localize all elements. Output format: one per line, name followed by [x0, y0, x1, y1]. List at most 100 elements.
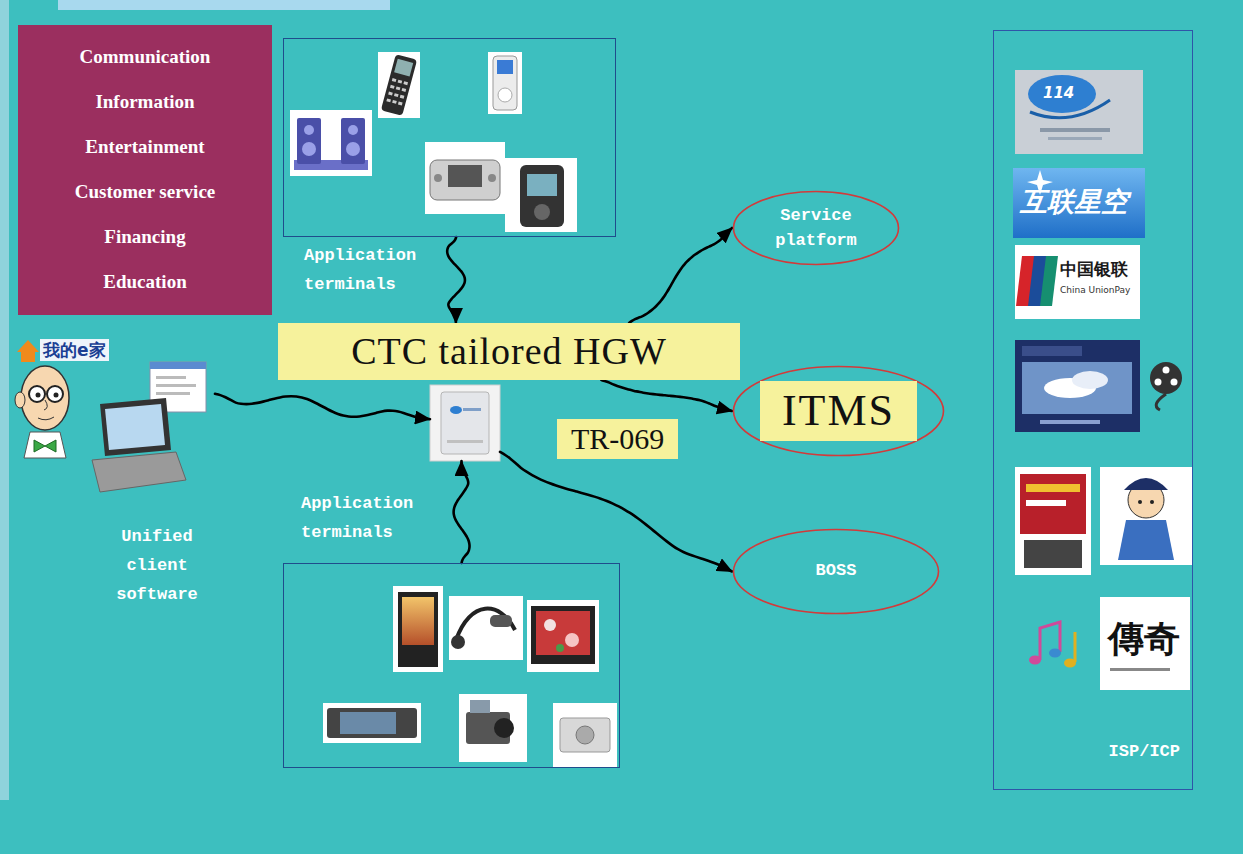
ellipse-outline — [734, 192, 899, 265]
handheld-console-picture — [488, 174, 496, 182]
gateway-device-picture — [463, 408, 481, 411]
music-player-picture — [488, 52, 522, 114]
platform-ellipse: Service platform — [732, 190, 900, 266]
group-heading: Application terminals — [304, 242, 434, 300]
cartoon-user-picture — [36, 393, 41, 398]
music-notes-picture — [1029, 656, 1041, 665]
media-player-picture — [534, 204, 550, 220]
hotline-logo — [1028, 75, 1096, 113]
weather-picture — [1072, 371, 1108, 389]
logo-number: 114 — [1043, 84, 1074, 102]
headset-picture — [490, 615, 512, 627]
page-edge-decoration — [0, 0, 390, 800]
film-reel-picture — [1155, 379, 1162, 386]
client-caption: Unified client software — [103, 523, 211, 610]
police-cartoon-picture — [1124, 478, 1168, 490]
unionpay-logo — [1040, 256, 1058, 306]
ellipse-outline — [734, 530, 939, 614]
music-player-picture — [493, 56, 517, 110]
police-cartoon-picture — [1150, 500, 1154, 504]
media-player-picture — [520, 165, 564, 227]
mobile-phone-picture — [388, 92, 393, 96]
speakers-picture — [290, 110, 372, 176]
wavy-arrow — [454, 461, 470, 563]
speakers-picture — [302, 142, 316, 156]
provider-panel: ISP/ICP — [993, 30, 1193, 790]
category-text: Communication — [80, 46, 211, 69]
wavy-arrow — [629, 228, 732, 323]
category-text: Education — [103, 271, 186, 294]
headset-picture — [456, 609, 515, 640]
logo-text: 傳奇 — [1108, 616, 1180, 660]
weather-picture — [1022, 362, 1132, 414]
tablet-picture — [327, 708, 417, 738]
music-notes-picture — [1040, 622, 1060, 660]
handheld-console-picture — [434, 174, 442, 182]
police-cartoon-picture — [1138, 500, 1142, 504]
mobile-phone-picture — [403, 81, 408, 85]
photo-frame-picture — [398, 592, 438, 667]
headset-picture — [449, 596, 523, 660]
home-logo-icon — [17, 340, 39, 362]
television-picture — [531, 606, 595, 664]
mobile-phone-picture — [400, 95, 405, 99]
ellipse-outline — [734, 367, 944, 456]
music-player-picture — [497, 60, 513, 74]
category-text: Customer service — [75, 181, 216, 204]
mobile-phone-picture — [378, 52, 420, 118]
handheld-console-picture — [425, 142, 505, 214]
headset-picture — [449, 596, 523, 660]
weather-picture — [1022, 346, 1082, 356]
mobile-phone-picture — [394, 59, 413, 77]
handheld-console-picture — [448, 165, 482, 187]
music-player-picture — [488, 52, 522, 114]
game-picture — [1020, 474, 1086, 534]
game-picture — [1024, 540, 1082, 568]
media-player-picture — [505, 158, 577, 232]
wavy-arrow — [601, 380, 732, 411]
camcorder-picture — [459, 694, 527, 762]
gateway-device-picture — [430, 385, 500, 461]
police-cartoon-picture — [1118, 520, 1174, 560]
game-picture — [1026, 484, 1080, 492]
hotline-logo — [1030, 100, 1110, 118]
camera-picture — [553, 703, 617, 767]
client-window-picture — [156, 384, 196, 387]
logo-text: 我的e家 — [40, 339, 109, 361]
group-heading: Application terminals — [301, 490, 431, 548]
weather-picture — [1015, 340, 1140, 432]
camera-picture — [560, 718, 610, 752]
film-reel-picture — [1150, 362, 1182, 410]
laptop-picture — [92, 452, 186, 492]
platform-name: Service platform — [766, 203, 866, 254]
wavy-arrow — [447, 237, 465, 323]
gateway-device-picture — [430, 385, 500, 461]
game-picture — [1015, 467, 1091, 575]
game-title-tile — [1100, 597, 1190, 690]
television-picture — [527, 600, 599, 672]
tablet-picture — [323, 703, 421, 743]
client-software-group: Unified client software — [15, 335, 215, 615]
boss-name: BOSS — [816, 557, 857, 586]
tablet-picture — [340, 712, 396, 734]
category-text: Information — [95, 91, 194, 114]
hotline-logo — [1015, 70, 1143, 154]
cartoon-user-picture — [29, 386, 45, 402]
wavy-arrow — [215, 394, 430, 419]
cartoon-user-picture — [15, 392, 25, 408]
mobile-phone-picture — [386, 98, 391, 102]
speakers-picture — [297, 118, 321, 164]
mobile-phone-picture — [378, 52, 420, 118]
camcorder-picture — [494, 718, 514, 738]
mobile-phone-picture — [392, 78, 397, 82]
mobile-phone-picture — [394, 93, 399, 97]
gateway-device-picture — [447, 440, 483, 443]
music-notes-picture — [1029, 622, 1076, 668]
itms-name: ITMS — [760, 381, 917, 442]
laptop-picture — [92, 398, 186, 492]
camcorder-picture — [470, 700, 490, 713]
category-text: Financing — [104, 226, 185, 249]
film-reel-picture — [1171, 379, 1178, 386]
client-window-picture — [156, 376, 186, 379]
